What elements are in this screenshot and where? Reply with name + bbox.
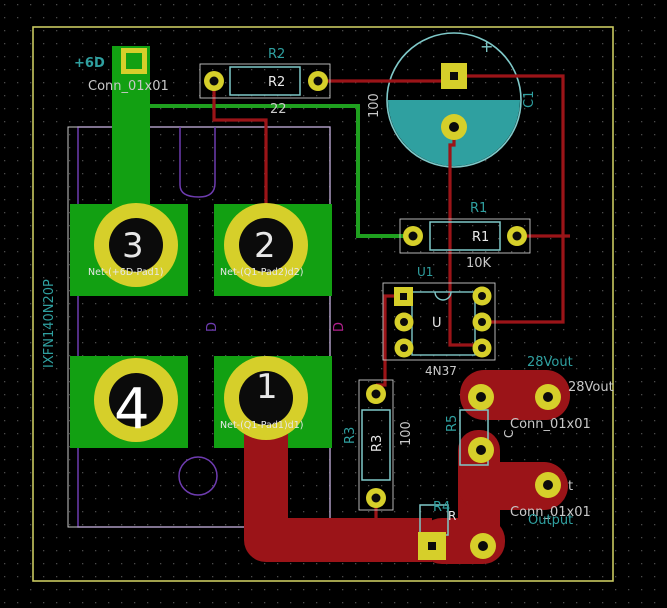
small-pads [121, 48, 561, 560]
label-r4-ref: R4 [433, 500, 450, 515]
label-output-value: t [568, 479, 573, 494]
resistor-silk [229, 66, 501, 536]
c1-outline [386, 32, 522, 168]
label-r1-body: R1 [472, 230, 489, 245]
label-c1-ref: C1 [522, 91, 537, 108]
label-d-left: D [205, 322, 220, 332]
label-c1-plus: + [480, 37, 493, 56]
label-c1-value: 100 [367, 93, 382, 118]
label-conn-top: Conn_01x01 [88, 79, 169, 94]
courtyard-outlines [199, 63, 531, 511]
mosfet-mount-hole-bottom [178, 456, 218, 496]
label-conn-mid: Conn_01x01 [510, 417, 591, 432]
label-plus-6d: +6D [74, 56, 105, 71]
label-r5-ref: R5 [445, 415, 460, 432]
label-r3-ref: R3 [343, 427, 358, 444]
label-r2-value: 22 [270, 102, 287, 117]
pad1-number: 1 [256, 367, 278, 407]
label-conn-bot: Conn_01x01 [510, 505, 591, 520]
label-r2-body: R2 [268, 75, 285, 90]
mosfet-pads [94, 203, 308, 442]
label-u1-value: 4N37 [425, 364, 457, 378]
label-28vout-value: 28Vout [568, 380, 614, 395]
label-28vout-ref: 28Vout [527, 355, 573, 370]
board-edge-cuts [32, 26, 614, 582]
label-c-small: C [502, 430, 516, 438]
label-r3-body: R3 [370, 435, 385, 452]
label-r1-value: 10K [466, 256, 492, 271]
label-mosfet-value: IXFN140N20P [42, 279, 57, 368]
label-u1-body: U [432, 316, 442, 331]
label-output-ref: Output [528, 513, 573, 528]
u1-notch [434, 291, 452, 301]
label-r1-ref: R1 [470, 201, 487, 216]
pad1-net-label: Net-(Q1-Pad1)d1) [220, 420, 303, 431]
mosfet-courtyard [67, 126, 331, 528]
label-u1-ref: U1 [417, 265, 433, 279]
pad3-net-label: Net-(+6D-Pad1) [88, 267, 163, 278]
pad4-number: 4 [114, 377, 150, 442]
label-d-right: D [332, 322, 347, 332]
label-r3-value: 100 [399, 421, 414, 446]
label-r2-ref: R2 [268, 47, 285, 62]
mosfet-mount-slot-top [179, 127, 216, 198]
pad2-number: 2 [254, 226, 276, 266]
pad2-net-label: Net-(Q1-Pad2)d2) [220, 267, 303, 278]
label-r4-body: R [448, 509, 456, 523]
pad3-number: 3 [122, 226, 144, 266]
